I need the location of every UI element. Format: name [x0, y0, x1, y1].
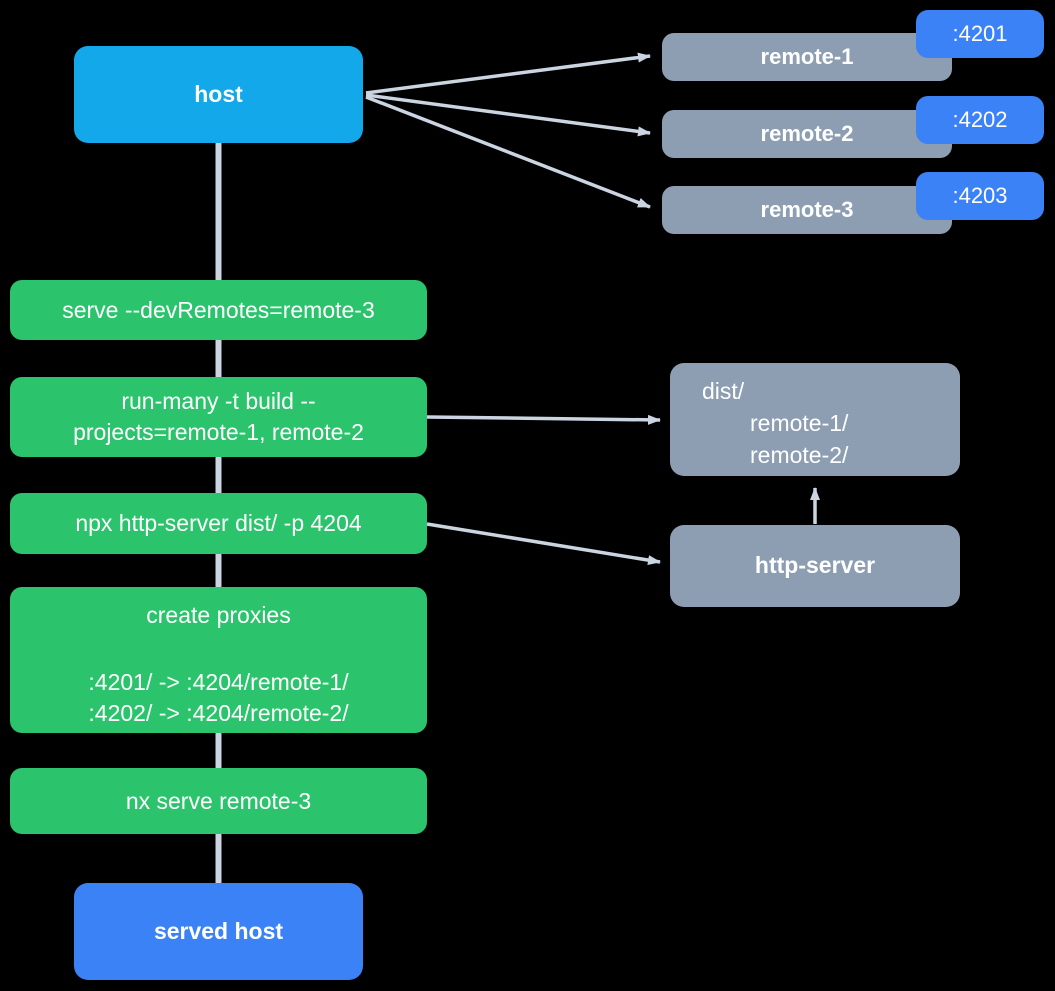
edge-host-to-remote-1	[365, 52, 651, 95]
step-nx-serve-remote-3: nx serve remote-3	[10, 768, 427, 834]
step-create-proxies: create proxies :4201/ -> :4204/remote-1/…	[10, 587, 427, 733]
port-badge-4201: :4201	[916, 10, 1044, 58]
proxy-rule-4201: :4201/ -> :4204/remote-1/	[88, 669, 349, 695]
edge-host-to-remote-2	[365, 93, 651, 137]
step-serve-dev-remotes-label: serve --devRemotes=remote-3	[62, 296, 375, 323]
proxy-rule-4202: :4202/ -> :4204/remote-2/	[88, 700, 349, 726]
remote-1-label: remote-1	[760, 44, 854, 70]
remote-2-label: remote-2	[760, 121, 854, 147]
port-badge-4202: :4202	[916, 96, 1044, 144]
dist-remote-2-line: remote-2/	[750, 442, 849, 468]
served-host-label: served host	[153, 917, 284, 944]
remote-1-node: remote-1	[662, 33, 952, 81]
remote-3-node: remote-3	[662, 186, 952, 234]
edge-run-many-to-dist	[426, 414, 661, 425]
edge-npx-http-server-to-http-server	[426, 522, 661, 566]
remote-2-node: remote-2	[662, 110, 952, 158]
dist-remote-1-line: remote-1/	[750, 410, 849, 436]
host-node: host	[74, 46, 363, 143]
edge-host-to-remote-3	[365, 95, 651, 209]
step-run-many-line-2: projects=remote-1, remote-2	[73, 419, 364, 445]
port-4203-label: :4203	[952, 183, 1008, 209]
dist-root-line: dist/	[702, 378, 745, 404]
step-npx-http-server-label: npx http-server dist/ -p 4204	[75, 510, 362, 536]
create-proxies-title: create proxies	[146, 602, 291, 628]
step-nx-serve-remote-3-label: nx serve remote-3	[125, 787, 312, 814]
served-host-node: served host	[74, 883, 363, 980]
step-serve-dev-remotes: serve --devRemotes=remote-3	[10, 280, 427, 340]
step-run-many-build: run-many -t build -- projects=remote-1, …	[10, 377, 427, 457]
http-server-node: http-server	[670, 525, 960, 607]
port-4201-label: :4201	[952, 21, 1008, 47]
step-npx-http-server: npx http-server dist/ -p 4204	[10, 493, 427, 554]
port-4202-label: :4202	[952, 107, 1008, 133]
http-server-label: http-server	[754, 552, 876, 579]
port-badge-4203: :4203	[916, 172, 1044, 220]
dist-folder-node: dist/ remote-1/ remote-2/	[670, 363, 960, 476]
host-label: host	[194, 80, 243, 107]
remote-3-label: remote-3	[760, 197, 854, 223]
step-run-many-line-1: run-many -t build --	[121, 388, 316, 414]
